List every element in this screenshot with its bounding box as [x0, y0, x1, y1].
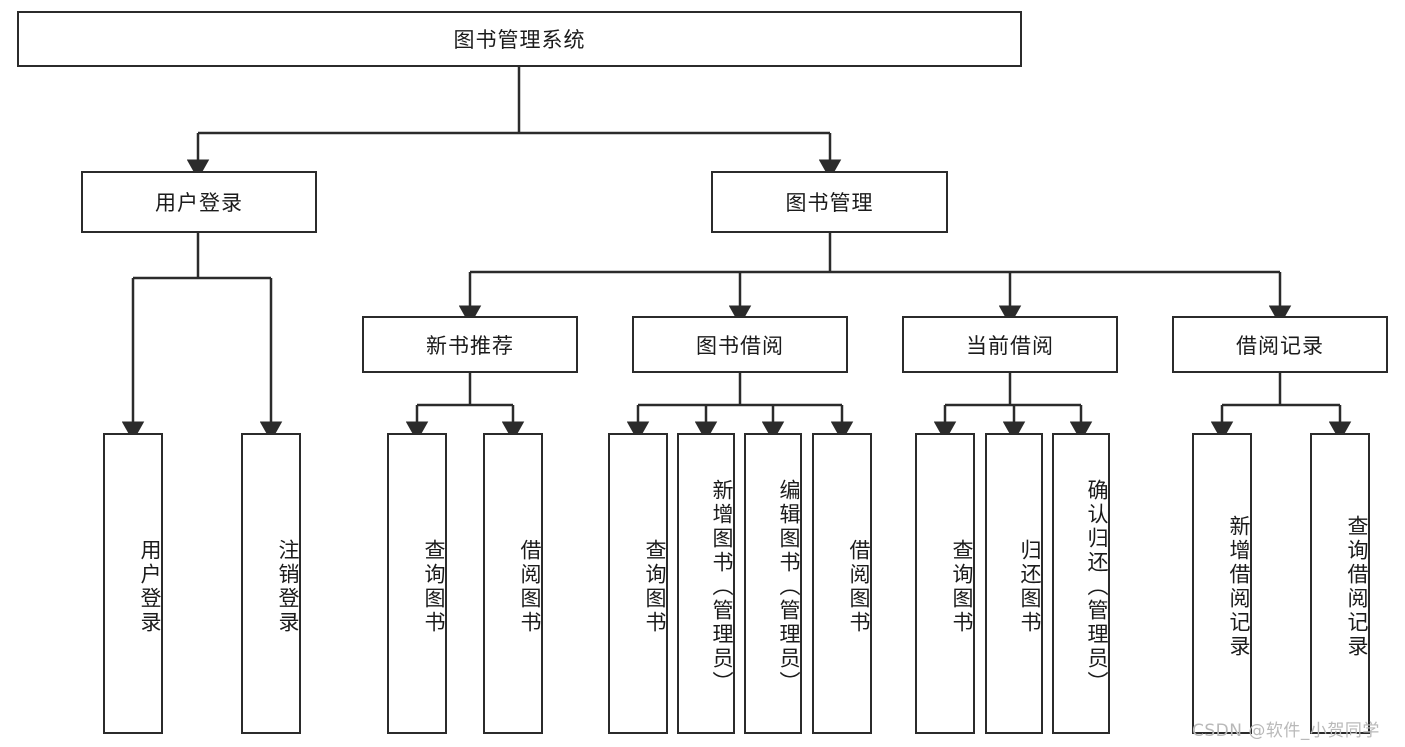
- node-book-borrow-label: 图书借阅: [696, 333, 784, 358]
- leaf-book-borrow-2-label: 新增图书（管理员）: [710, 478, 734, 695]
- leaf-book-borrow-4-label: 借阅图书: [847, 538, 871, 635]
- leaf-new-book-2-label: 借阅图书: [518, 538, 542, 635]
- node-root-label: 图书管理系统: [453, 28, 586, 52]
- leaf-book-borrow-2[interactable]: 新增图书（管理员）: [677, 433, 735, 734]
- leaf-user-login-1[interactable]: 用户登录: [103, 433, 163, 734]
- leaf-book-borrow-4[interactable]: 借阅图书: [812, 433, 872, 734]
- leaf-borrow-record-2-label: 查询借阅记录: [1345, 514, 1369, 659]
- leaf-current-borrow-2[interactable]: 归还图书: [985, 433, 1043, 734]
- node-root[interactable]: 图书管理系统: [17, 11, 1022, 67]
- node-current-borrow[interactable]: 当前借阅: [902, 316, 1118, 373]
- csdn-watermark: CSDN @软件_小贺同学: [1192, 721, 1380, 741]
- leaf-book-borrow-3-label: 编辑图书（管理员）: [777, 478, 801, 695]
- leaf-user-login-2[interactable]: 注销登录: [241, 433, 301, 734]
- leaf-current-borrow-1-label: 查询图书: [950, 538, 974, 635]
- leaf-new-book-1[interactable]: 查询图书: [387, 433, 447, 734]
- node-borrow-record[interactable]: 借阅记录: [1172, 316, 1388, 373]
- node-new-book-recommend[interactable]: 新书推荐: [362, 316, 578, 373]
- leaf-borrow-record-2[interactable]: 查询借阅记录: [1310, 433, 1370, 734]
- leaf-current-borrow-1[interactable]: 查询图书: [915, 433, 975, 734]
- node-book-borrow[interactable]: 图书借阅: [632, 316, 848, 373]
- node-new-book-recommend-label: 新书推荐: [426, 333, 514, 358]
- leaf-book-borrow-3[interactable]: 编辑图书（管理员）: [744, 433, 802, 734]
- node-book-manage[interactable]: 图书管理: [711, 171, 948, 233]
- leaf-book-borrow-1[interactable]: 查询图书: [608, 433, 668, 734]
- leaf-new-book-2[interactable]: 借阅图书: [483, 433, 543, 734]
- leaf-borrow-record-1[interactable]: 新增借阅记录: [1192, 433, 1252, 734]
- leaf-current-borrow-3-label: 确认归还（管理员）: [1085, 478, 1109, 695]
- leaf-new-book-1-label: 查询图书: [422, 538, 446, 635]
- leaf-current-borrow-3[interactable]: 确认归还（管理员）: [1052, 433, 1110, 734]
- node-user-login[interactable]: 用户登录: [81, 171, 317, 233]
- leaf-current-borrow-2-label: 归还图书: [1018, 538, 1042, 635]
- node-current-borrow-label: 当前借阅: [966, 333, 1054, 358]
- leaf-user-login-2-label: 注销登录: [276, 538, 300, 635]
- node-book-manage-label: 图书管理: [785, 191, 874, 215]
- node-user-login-label: 用户登录: [155, 191, 243, 215]
- leaf-borrow-record-1-label: 新增借阅记录: [1227, 514, 1251, 659]
- leaf-book-borrow-1-label: 查询图书: [643, 538, 667, 635]
- node-borrow-record-label: 借阅记录: [1236, 333, 1324, 358]
- leaf-user-login-1-label: 用户登录: [138, 538, 162, 635]
